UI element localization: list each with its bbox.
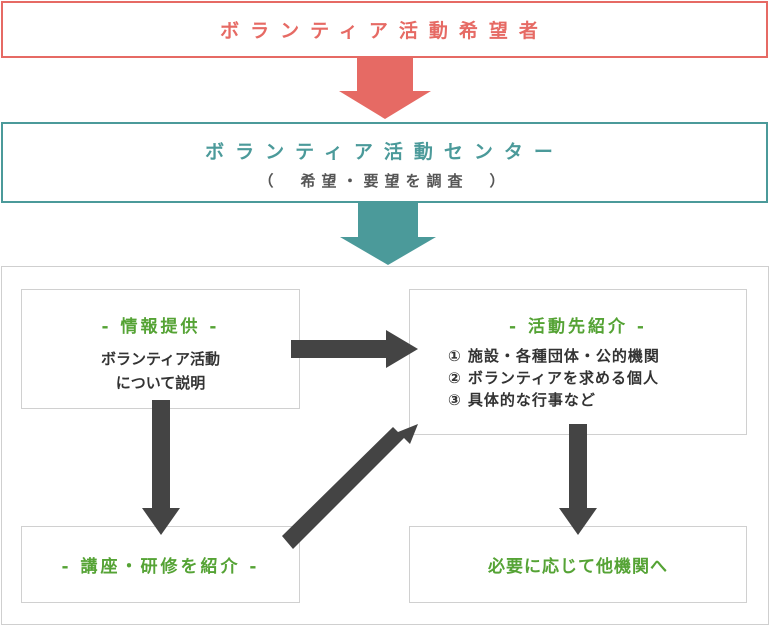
volunteer-applicant-box: ボランティア活動希望者 [1,1,768,58]
other-agencies-title: 必要に応じて他機関へ [488,557,668,577]
other-agencies-box: 必要に応じて他機関へ [409,526,747,603]
volunteer-center-box: ボランティア活動センター （ 希望・要望を調査 ） [1,122,768,203]
adjustment-arrow: 調整 [339,203,502,266]
course-training-title: - 講座・研修を紹介 - [61,557,260,577]
volunteer-applicant-title: ボランティア活動希望者 [220,20,549,42]
activity-intro-title: - 活動先紹介 - [509,317,647,337]
info-provision-line: について説明 [115,374,206,392]
info-provision-line: ボランティア活動 [100,350,221,368]
volunteer-center-subtitle: （ 希望・要望を調査 ） [258,171,511,190]
activity-intro-item: ① 施設・各種団体・公的機関 [448,347,660,365]
course-training-box: - 講座・研修を紹介 - [21,526,300,603]
activity-intro-item: ③ 具体的な行事など [448,391,596,409]
arrow-info-to-intro [291,330,418,368]
consultation-label: 相談 [471,82,498,97]
arrow-course-to-intro [282,424,418,549]
activity-intro-box: - 活動先紹介 - ① 施設・各種団体・公的機関 ② ボランティアを求める個人 … [409,289,747,435]
volunteer-center-title: ボランティア活動センター [205,140,564,163]
arrow-info-to-course [142,400,180,535]
info-provision-title: - 情報提供 - [101,317,220,337]
arrow-intro-to-other [559,424,597,535]
adjustment-label: 調整 [475,229,502,244]
consultation-arrow: 相談 [335,58,498,120]
info-provision-box: - 情報提供 - ボランティア活動 について説明 [21,289,300,409]
activity-intro-item: ② ボランティアを求める個人 [448,369,660,387]
